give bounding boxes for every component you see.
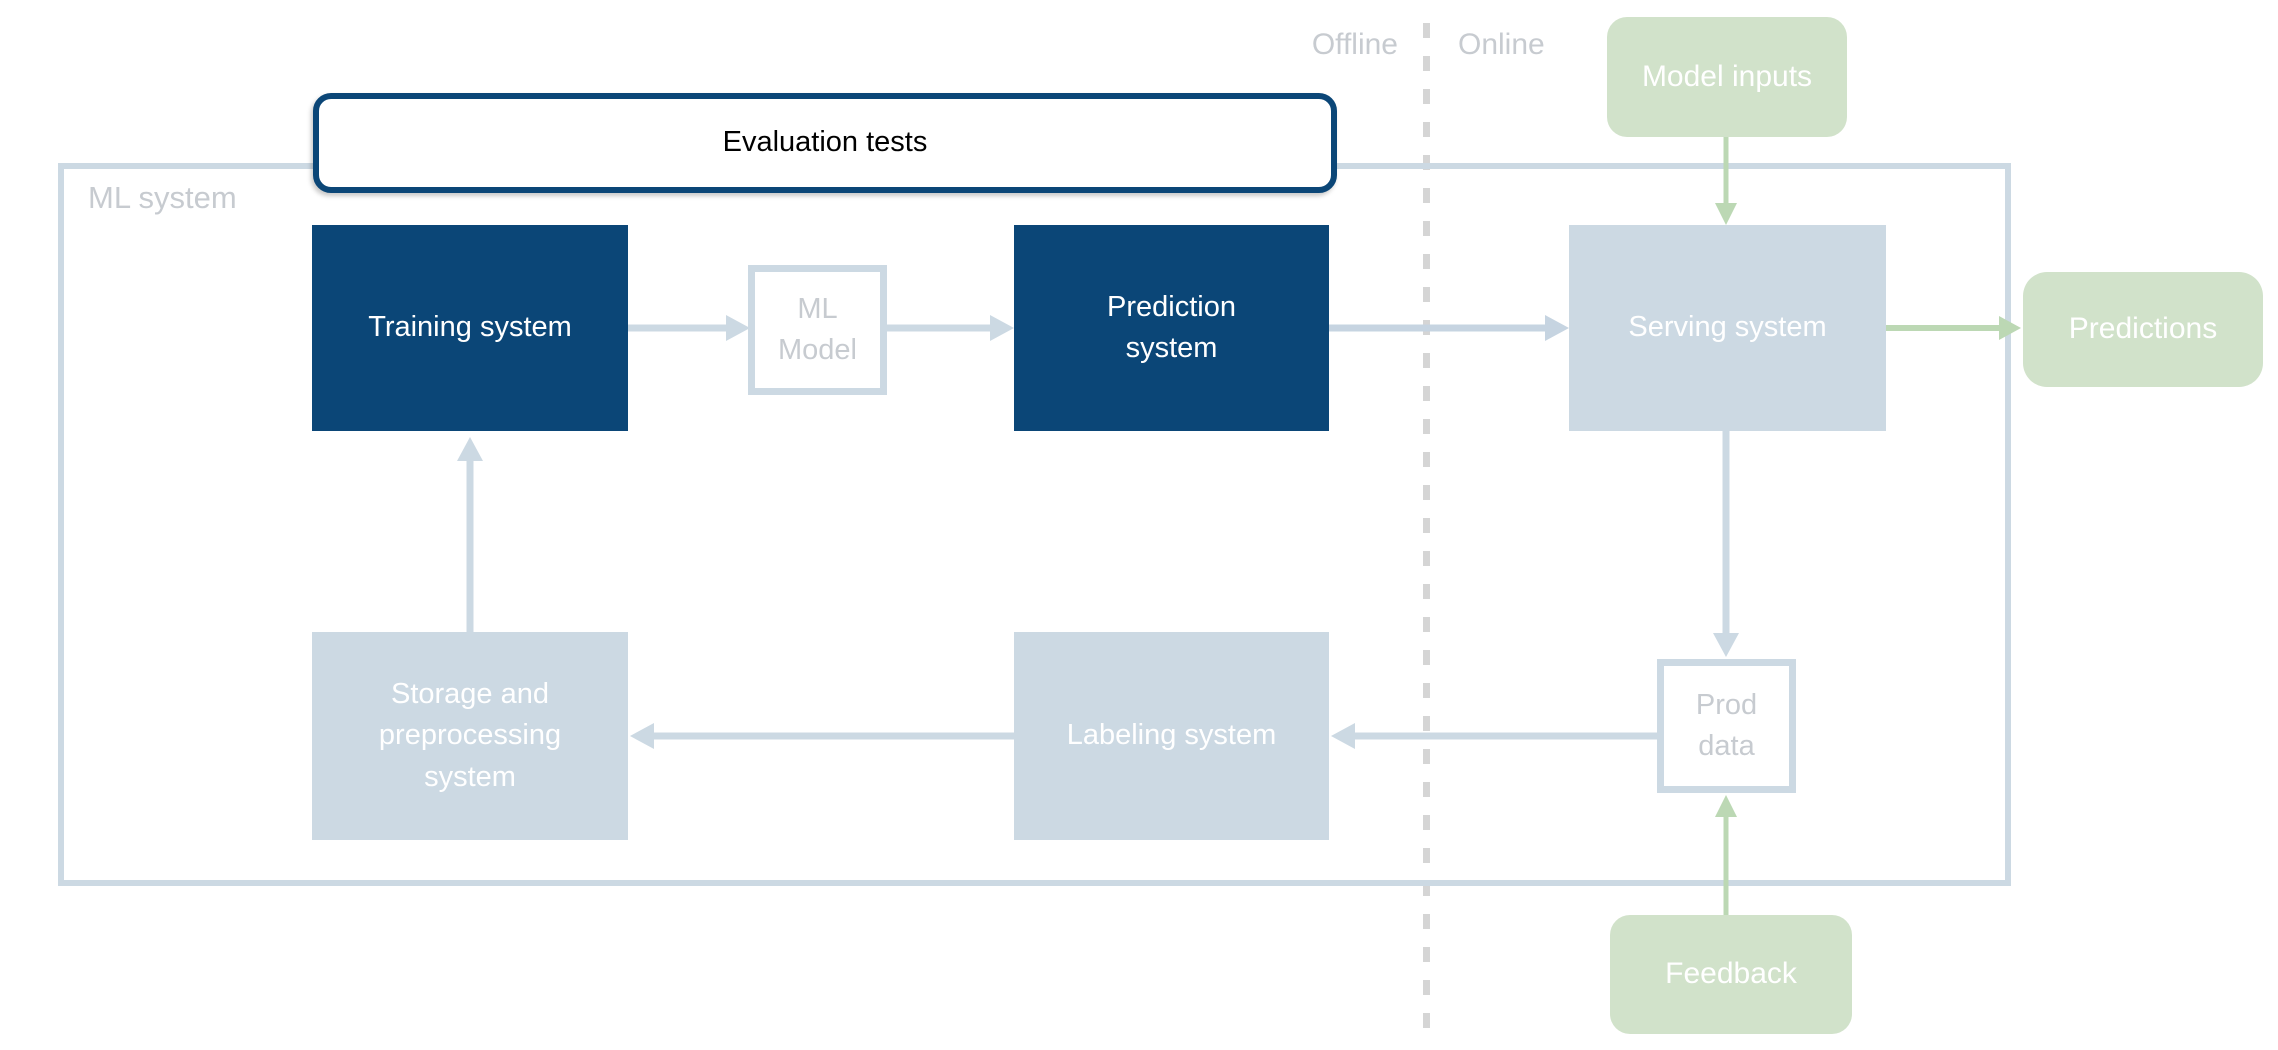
node-feedback: Feedback <box>1610 915 1852 1034</box>
feedback-label: Feedback <box>1665 957 1797 991</box>
serving-system-label: Serving system <box>1628 311 1827 344</box>
node-storage-preprocessing-system: Storage and preprocessing system <box>312 632 628 840</box>
evaluation-tests-highlight-box: Evaluation tests <box>313 93 1337 193</box>
node-prod-data: Prod data <box>1657 659 1796 793</box>
node-labeling-system: Labeling system <box>1014 632 1329 840</box>
ml-model-label: ML Model <box>778 292 857 366</box>
online-zone-label: Online <box>1458 28 1545 61</box>
evaluation-tests-label: Evaluation tests <box>722 126 928 159</box>
labeling-system-label: Labeling system <box>1066 719 1277 752</box>
node-training-system: Training system <box>312 225 628 431</box>
prod-data-label: Prod data <box>1695 688 1758 762</box>
model-inputs-label: Model inputs <box>1641 59 1813 93</box>
node-ml-model: ML Model <box>748 265 887 395</box>
storage-preprocessing-label: Storage and preprocessing system <box>378 678 562 793</box>
node-serving-system: Serving system <box>1569 225 1886 431</box>
predictions-label: Predictions <box>2068 312 2218 346</box>
offline-zone-label: Offline <box>1311 28 1398 61</box>
node-predictions: Predictions <box>2023 272 2263 387</box>
training-system-label: Training system <box>368 311 572 344</box>
offline-online-divider <box>1423 23 1430 1040</box>
node-model-inputs: Model inputs <box>1607 17 1847 137</box>
ml-system-container-label: ML system <box>88 180 237 215</box>
node-prediction-system: Prediction system <box>1014 225 1329 431</box>
prediction-system-label: Prediction system <box>1107 290 1236 364</box>
